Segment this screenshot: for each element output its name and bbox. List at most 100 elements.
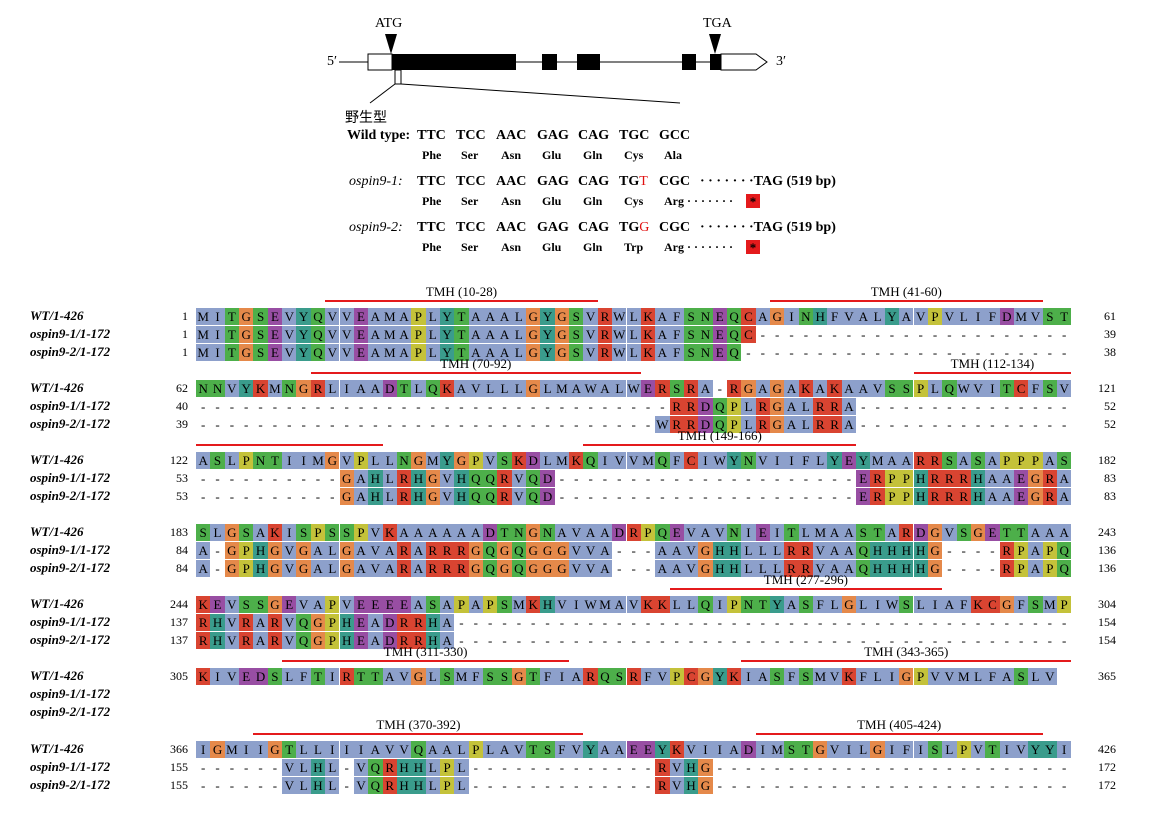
gap-cell: - <box>516 760 522 775</box>
gap-cell: - <box>975 561 981 576</box>
residue-cell: T <box>870 524 885 541</box>
residue-cell: F <box>540 668 555 685</box>
gap-cell: - <box>301 489 306 504</box>
residue-cell: T <box>999 380 1014 397</box>
gap-cell: - <box>244 471 249 486</box>
gap-cell: - <box>760 327 765 342</box>
gap-cell: - <box>875 345 880 360</box>
residue-cell: K <box>798 380 814 397</box>
gap-cell: - <box>473 615 478 630</box>
residue-cell: G <box>267 542 283 559</box>
tmh-bar <box>196 444 383 446</box>
residue-cell: Y <box>1028 741 1043 758</box>
gap-cell: - <box>904 633 909 648</box>
residue-cell: Q <box>1057 560 1072 577</box>
residue-cell: F <box>669 452 684 469</box>
gap-cell: - <box>1033 345 1038 360</box>
gap-cell: - <box>631 760 636 775</box>
sequence-name: ospin9-1/1-172 <box>30 542 111 557</box>
residue-cell: V <box>1028 308 1043 325</box>
gap-cell: - <box>588 417 593 432</box>
residue-cell: E <box>640 380 656 397</box>
residue-cell: A <box>196 542 211 559</box>
residue-cell: F <box>798 452 814 469</box>
gap-cell: - <box>559 760 565 775</box>
residue-cell: S <box>253 596 268 613</box>
gap-cell: - <box>746 345 751 360</box>
gap-cell: - <box>201 399 206 414</box>
gap-cell: - <box>832 760 837 775</box>
residue-cell: S <box>253 326 268 343</box>
residue-cell: P <box>913 380 928 397</box>
residue-cell: N <box>396 452 412 469</box>
gap-cell: - <box>602 399 608 414</box>
residue-cell: A <box>669 542 684 559</box>
residue-cell: L <box>612 380 627 397</box>
gap-cell: - <box>832 471 837 486</box>
gap-cell: - <box>803 471 809 486</box>
gap-cell: - <box>229 778 235 793</box>
residue-cell: V <box>368 542 383 559</box>
gap-cell: - <box>287 489 292 504</box>
residue-cell: I <box>196 741 211 758</box>
residue-cell: G <box>339 488 354 505</box>
residue-cell: V <box>655 668 670 685</box>
gap-cell: - <box>904 345 909 360</box>
residue-cell: I <box>210 344 225 361</box>
residue-cell: V <box>683 542 699 559</box>
gap-cell: - <box>918 327 923 342</box>
gap-cell: - <box>244 489 249 504</box>
residue-cell: Q <box>583 452 598 469</box>
residue-cell: R <box>755 398 770 415</box>
residue-cell: W <box>626 380 641 397</box>
residue-cell: Q <box>597 668 613 685</box>
residue-cell: V <box>942 524 957 541</box>
residue-cell: G <box>770 380 785 397</box>
residue-cell: P <box>325 596 340 613</box>
residue-cell: R <box>396 560 412 577</box>
residue-cell: H <box>726 542 742 559</box>
residue-cell: A <box>310 542 326 559</box>
residue-cell: I <box>339 741 354 758</box>
residue-cell: Q <box>483 470 498 487</box>
residue-cell: H <box>913 560 928 577</box>
residue-cell: G <box>239 344 254 361</box>
start-position: 1 <box>182 345 188 359</box>
gap-cell: - <box>373 399 378 414</box>
codon: CGC <box>659 174 691 189</box>
gap-cell: - <box>961 615 966 630</box>
gap-cell: - <box>531 399 536 414</box>
residue-cell: R <box>927 452 943 469</box>
residue-cell: V <box>626 596 641 613</box>
residue-cell: I <box>698 741 713 758</box>
residue-cell: Q <box>368 759 383 776</box>
residue-cell: H <box>454 470 469 487</box>
gap-cell: - <box>1018 760 1024 775</box>
residue-cell: A <box>1042 452 1057 469</box>
start-position: 122 <box>170 453 188 467</box>
tmh-bar <box>770 300 1043 302</box>
residue-cell: V <box>927 668 943 685</box>
residue-cell: A <box>411 560 426 577</box>
residue-cell: A <box>841 524 857 541</box>
gap-cell: - <box>918 778 923 793</box>
codon: TGC <box>619 128 650 143</box>
residue-cell: L <box>425 326 440 343</box>
gap-cell: - <box>861 327 866 342</box>
residue-cell: R <box>396 470 412 487</box>
residue-cell: A <box>368 614 383 631</box>
tmh-bar <box>325 300 598 302</box>
residue-cell: V <box>339 452 354 469</box>
gap-cell: - <box>215 778 220 793</box>
gap-cell: - <box>574 778 579 793</box>
residue-cell: H <box>870 542 885 559</box>
gap-cell: - <box>645 543 651 558</box>
residue-cell: G <box>339 542 354 559</box>
residue-cell: A <box>841 542 857 559</box>
gap-cell: - <box>975 543 981 558</box>
residue-cell: P <box>483 596 498 613</box>
residue-cell: T <box>267 452 283 469</box>
gap-cell: - <box>961 399 966 414</box>
start-position: 155 <box>170 778 188 792</box>
residue-cell: A <box>655 542 670 559</box>
